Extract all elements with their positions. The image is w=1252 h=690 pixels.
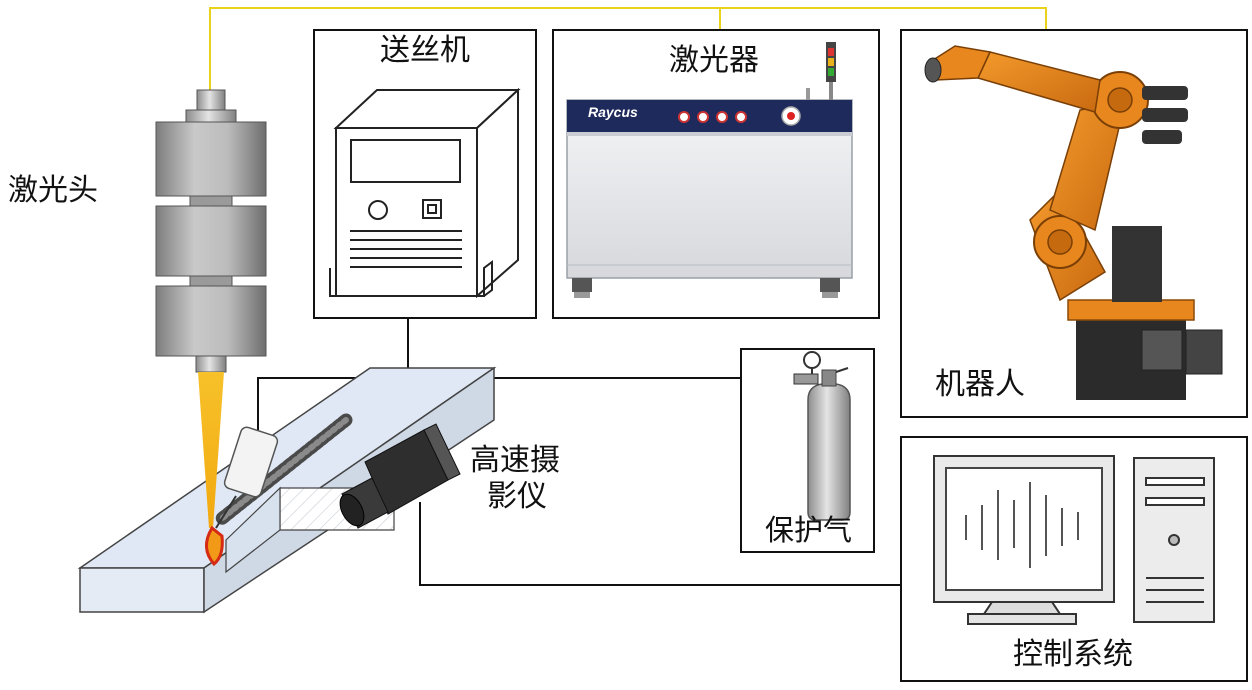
- label-laser: 激光器: [669, 43, 759, 78]
- wire-feeder-icon: [329, 87, 521, 299]
- laser-head-icon: [155, 89, 267, 373]
- label-camera-line2: 影仪: [487, 479, 547, 514]
- label-shield-gas: 保护气: [765, 513, 853, 547]
- signal-wiring: [209, 7, 1047, 92]
- label-control-system: 控制系统: [1013, 637, 1133, 672]
- computer-icon: [933, 455, 1215, 625]
- laser-source-icon: [566, 42, 853, 298]
- gas-cylinder-icon: [793, 351, 851, 521]
- workpiece-icon: [77, 366, 497, 614]
- label-wire-feeder: 送丝机: [380, 33, 470, 68]
- high-speed-camera-icon: [339, 423, 461, 529]
- laser-beam: [198, 372, 224, 528]
- label-camera-line1: 高速摄: [470, 443, 560, 478]
- wire-nozzle-icon: [215, 426, 279, 529]
- label-laser-head: 激光头: [8, 173, 98, 208]
- laser-brand-logo: Raycus: [588, 104, 638, 120]
- label-robot: 机器人: [935, 367, 1025, 402]
- robot-arm-icon: [924, 45, 1223, 400]
- melt-pool-icon: [205, 525, 224, 567]
